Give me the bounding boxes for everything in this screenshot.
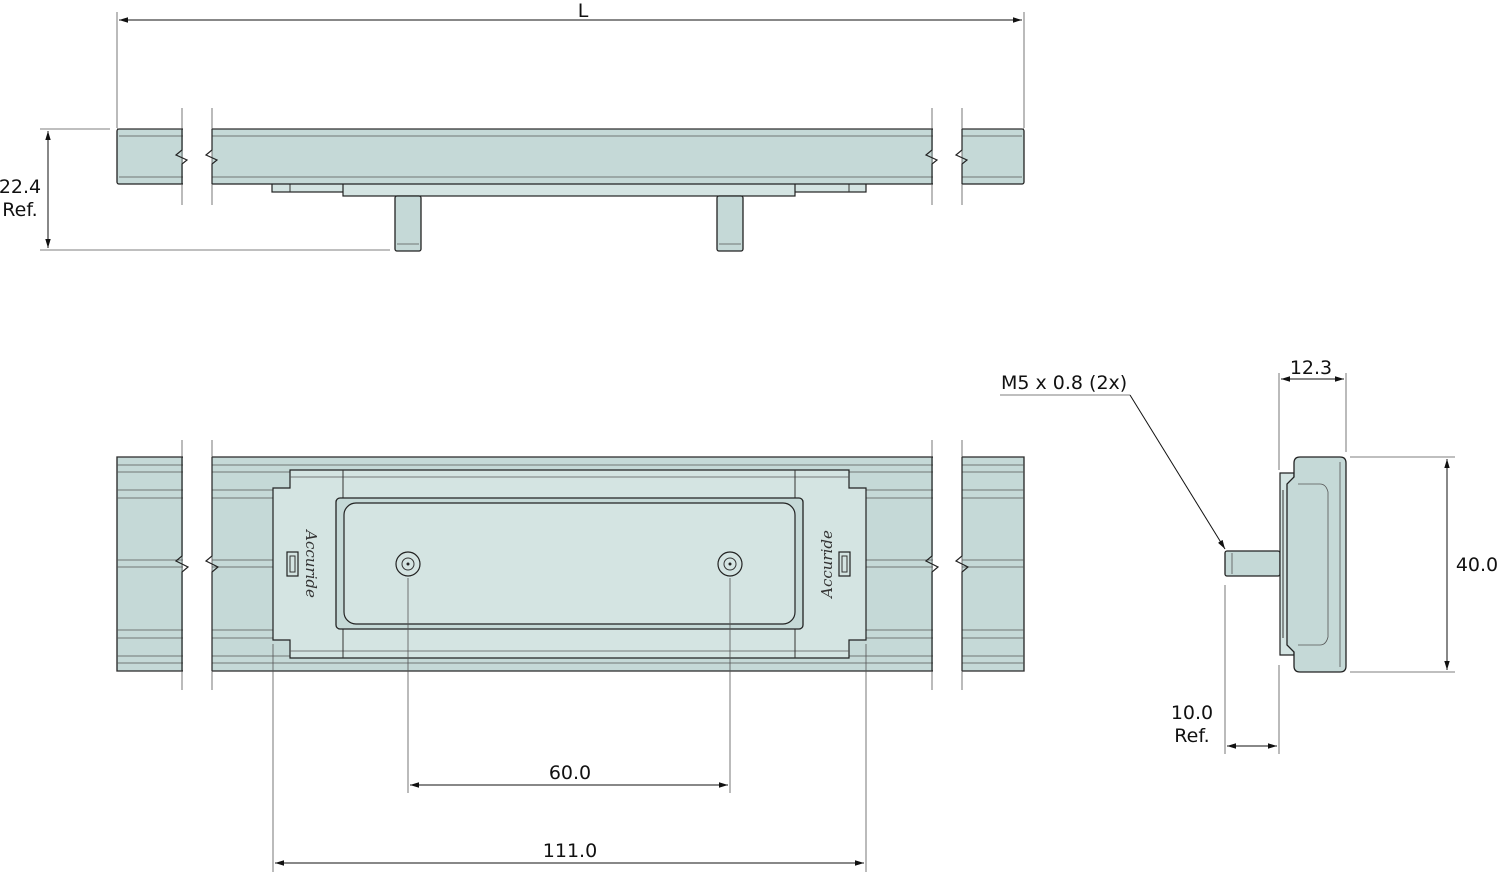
break-zigzag [174, 457, 190, 671]
spacing-label: 60.0 [549, 762, 591, 784]
side-stud-right [716, 195, 744, 252]
side-view: L 22.4 Ref. [0, 0, 1025, 252]
break-zigzag [174, 129, 189, 184]
mount-length-label: 111.0 [543, 840, 597, 862]
height-ref-label: Ref. [2, 199, 37, 221]
side-rail [116, 128, 1025, 185]
mount-slot-left-inner [289, 555, 296, 573]
end-stud [1224, 550, 1281, 577]
stud-length-label: 10.0 [1171, 702, 1213, 724]
mount-slot-right [838, 551, 851, 577]
mount-slot-right-inner [841, 555, 848, 573]
break-gap-right [933, 448, 962, 680]
break-zigzag [204, 129, 219, 184]
end-rail-inner [1298, 483, 1329, 646]
width-label: 40.0 [1456, 554, 1498, 576]
mount-hole-left-inner [401, 557, 415, 571]
height-label: 22.4 [0, 176, 41, 198]
side-mount-center [342, 182, 796, 197]
front-view: Accuride Accuride 60.0 111.0 [116, 440, 1025, 872]
thread-label: M5 x 0.8 (2x) [1001, 372, 1127, 394]
break-zigzag [924, 129, 939, 184]
logo-right: Accuride [818, 530, 836, 600]
mount-hole-right-inner [723, 557, 737, 571]
thread-leader [1129, 394, 1226, 550]
length-label: L [578, 0, 589, 22]
break-zigzag [924, 457, 940, 671]
side-stud-left [394, 195, 422, 252]
break-zigzag [204, 457, 220, 671]
logo-left: Accuride [302, 528, 320, 598]
mount-pocket-inner [343, 502, 796, 625]
thickness-label: 12.3 [1290, 357, 1332, 379]
end-view: 12.3 40.0 10.0 Ref. M5 x 0.8 (2x) [1000, 357, 1498, 754]
break-zigzag [954, 457, 970, 671]
mount-hole-left-center [406, 562, 410, 566]
mount-slot-left [286, 551, 299, 577]
break-zigzag [954, 129, 969, 184]
mount-hole-right-center [728, 562, 732, 566]
break-gap-left [183, 448, 212, 680]
end-rail-profile [1286, 456, 1347, 673]
stud-length-ref-label: Ref. [1174, 725, 1209, 747]
